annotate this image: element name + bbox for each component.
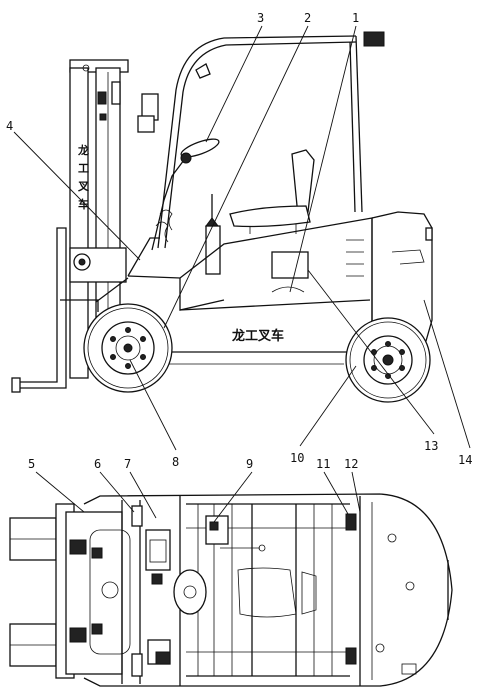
top-view bbox=[9, 471, 453, 687]
mast-brand-char-0: 龙 bbox=[77, 143, 89, 157]
callout-14: 14 bbox=[458, 453, 472, 467]
callout-7: 7 bbox=[124, 457, 131, 471]
callout-4: 4 bbox=[6, 119, 13, 133]
callout-10: 10 bbox=[290, 451, 304, 465]
front-wheel bbox=[83, 303, 173, 393]
callout-11: 11 bbox=[316, 457, 330, 471]
top-leaders bbox=[35, 471, 361, 523]
steering-column bbox=[127, 138, 220, 277]
chassis-body: 龙工叉车 bbox=[95, 217, 373, 365]
side-leaders bbox=[13, 25, 471, 451]
callout-1: 1 bbox=[352, 11, 359, 25]
mast-brand-char-3: 车 bbox=[78, 197, 89, 211]
top-counterweight bbox=[375, 533, 449, 675]
callout-6: 6 bbox=[94, 457, 101, 471]
control-lever bbox=[205, 194, 221, 275]
top-frame bbox=[83, 493, 453, 687]
callout-13: 13 bbox=[424, 439, 438, 453]
callout-9: 9 bbox=[246, 457, 253, 471]
callout-numbers: 1 2 3 4 5 6 7 8 9 10 11 12 13 14 bbox=[6, 11, 472, 471]
top-forks bbox=[9, 517, 57, 667]
callout-3: 3 bbox=[257, 11, 264, 25]
operator-seat bbox=[229, 149, 315, 234]
callout-2: 2 bbox=[304, 11, 311, 25]
callout-12: 12 bbox=[344, 457, 358, 471]
rear-wheel bbox=[345, 317, 431, 403]
mast-brand-char-2: 叉 bbox=[77, 180, 90, 193]
overhead-guard bbox=[137, 31, 385, 249]
callout-5: 5 bbox=[28, 457, 35, 471]
overhead-guard-grid bbox=[186, 503, 357, 677]
carriage bbox=[55, 503, 131, 679]
top-steering-seat bbox=[173, 515, 317, 618]
callout-8: 8 bbox=[172, 455, 179, 469]
mast-brand-char-1: 工 bbox=[78, 162, 89, 175]
body-brand-text: 龙工叉车 bbox=[232, 328, 284, 344]
side-view: 龙 工 叉 车 bbox=[11, 25, 471, 451]
fork bbox=[11, 227, 67, 393]
